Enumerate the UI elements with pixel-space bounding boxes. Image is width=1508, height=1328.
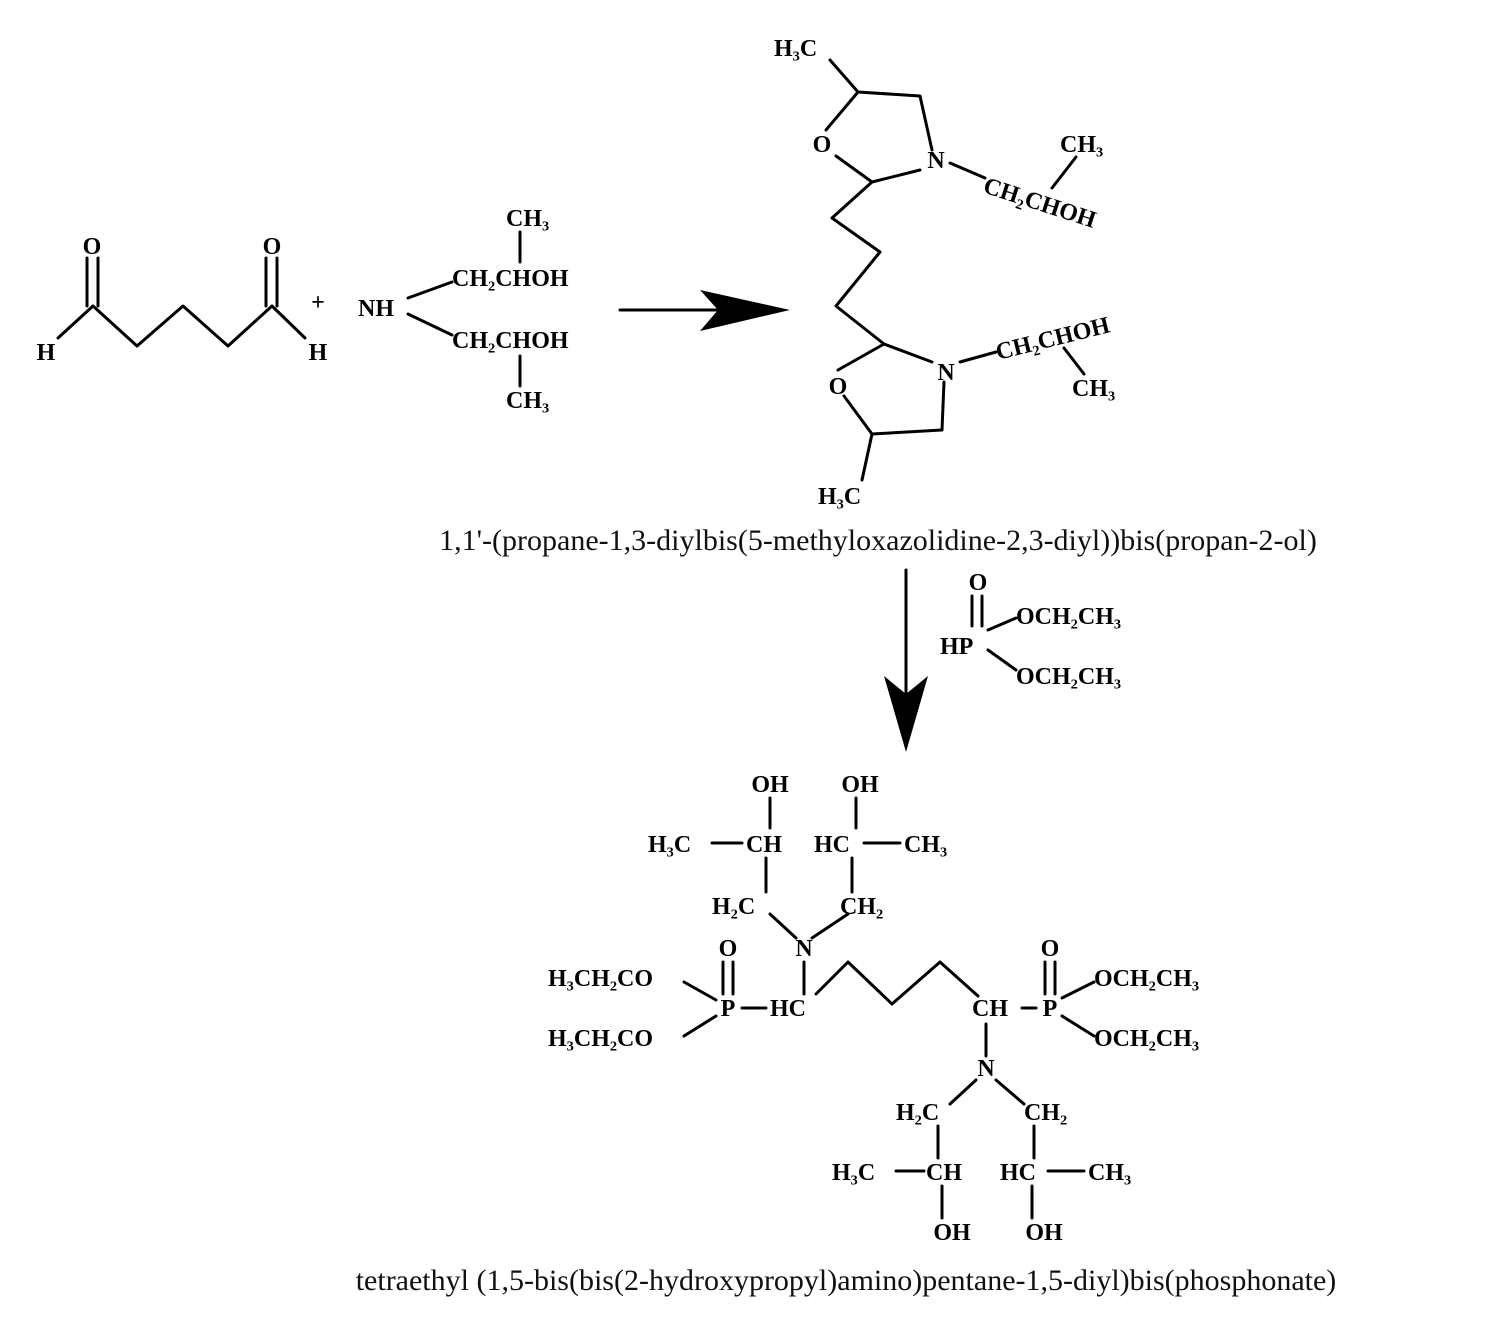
oxygen-label: O — [969, 570, 988, 596]
bond — [406, 280, 454, 300]
methyl-label: H₃C — [648, 832, 691, 858]
oxygen-label: O — [829, 374, 848, 400]
ch-label: HC — [814, 832, 850, 858]
phosphorus-label: P — [1043, 996, 1058, 1022]
ch-label: HC — [1000, 1160, 1036, 1186]
ch2choh-label: CH₂CHOH — [980, 173, 1099, 234]
methyl-label: CH₃ — [1072, 376, 1115, 402]
bisphosphonate-product: OH H₃C CH H₂C OH HC CH₃ CH₂ N O H₃CH₂CO … — [548, 772, 1199, 1246]
ch-label: CH — [926, 1160, 962, 1186]
bond — [768, 912, 850, 940]
carbonyl-bond-left — [85, 256, 100, 308]
ch2-label: CH₂ — [1024, 1100, 1067, 1126]
ethoxy-label: H₃CH₂CO — [548, 966, 653, 992]
nitrogen-label: N — [937, 360, 955, 386]
bond — [948, 1078, 1026, 1106]
ethoxy-label: H₃CH₂CO — [548, 1026, 653, 1052]
oxygen-label: O — [813, 132, 832, 158]
ch-label: CH — [746, 832, 782, 858]
methyl-label: H₃C — [818, 484, 861, 510]
nitrogen-label: N — [795, 936, 813, 962]
ch2choh-label: CH₂CHOH — [452, 266, 569, 292]
bond — [958, 350, 998, 364]
bond — [406, 312, 454, 337]
ethoxy-label: OCH₂CH₃ — [1094, 966, 1199, 992]
ethoxy-label: OCH₂CH₃ — [1016, 664, 1121, 690]
glutaraldehyde-skeleton — [56, 304, 307, 348]
bond — [682, 980, 718, 1038]
oxazolidine-ring-top — [824, 90, 934, 184]
diethyl-phosphite-reagent: O HP OCH₂CH₃ OCH₂CH₃ — [940, 570, 1121, 690]
hydrogen-label: H — [37, 340, 56, 366]
oxazolidine-ring-bottom — [836, 342, 946, 436]
nh-label: NH — [358, 296, 394, 322]
ch2choh-label: CH₂CHOH — [993, 312, 1113, 365]
methyl-label: CH₃ — [506, 388, 549, 414]
ch2-label: H₂C — [896, 1100, 939, 1126]
bond — [986, 616, 1018, 672]
nitrogen-label: N — [927, 148, 945, 174]
ethoxy-label: OCH₂CH₃ — [1016, 604, 1121, 630]
diisopropanolamine: NH CH₂CHOH CH₂CHOH CH₃ CH₃ — [358, 206, 569, 414]
hp-label: HP — [940, 634, 973, 660]
ch-label: HC — [770, 996, 806, 1022]
product-name: tetraethyl (1,5-bis(bis(2-hydroxypropyl)… — [356, 1264, 1337, 1297]
phosphorus-label: P — [721, 996, 736, 1022]
methyl-label: CH₃ — [904, 832, 947, 858]
oxygen-label: O — [1041, 936, 1060, 962]
reaction-arrow-right — [618, 290, 790, 331]
ch-label: CH — [972, 996, 1008, 1022]
ch2choh-label: CH₂CHOH — [452, 328, 569, 354]
double-bond — [970, 594, 984, 628]
bond — [948, 161, 987, 180]
plus-sign: + — [311, 290, 325, 316]
carbonyl-bond-right — [264, 256, 279, 308]
oxygen-label: O — [719, 936, 738, 962]
pentane-chain — [814, 960, 980, 1006]
ethoxy-label: OCH₂CH₃ — [1094, 1026, 1199, 1052]
double-bond — [1043, 960, 1057, 996]
hydroxyl-label: OH — [841, 772, 879, 798]
bond — [1062, 346, 1086, 376]
double-bond — [721, 960, 735, 996]
propane-linker — [830, 180, 886, 346]
methyl-label: CH₃ — [1088, 1160, 1131, 1186]
methyl-label: CH₃ — [506, 206, 549, 232]
methyl-label: H₃C — [774, 36, 817, 62]
reaction-arrow-down — [884, 568, 928, 752]
hydroxyl-label: OH — [1025, 1220, 1063, 1246]
oxygen-label: O — [263, 234, 282, 260]
hydroxyl-label: OH — [751, 772, 789, 798]
oxygen-label: O — [83, 234, 102, 260]
glutaraldehyde: O O H H — [37, 234, 328, 366]
ch2-label: H₂C — [712, 894, 755, 920]
intermediate-name: 1,1'-(propane-1,3-diylbis(5-methyloxazol… — [439, 524, 1317, 557]
methyl-label: CH₃ — [1060, 132, 1103, 158]
nitrogen-label: N — [977, 1056, 995, 1082]
hydroxyl-label: OH — [933, 1220, 971, 1246]
bond — [1060, 980, 1096, 1038]
bis-oxazolidine-intermediate: H₃C O N CH₂CHOH CH₃ O N CH₂CHOH CH₃ H₃C — [774, 36, 1115, 510]
hydrogen-label: H — [309, 340, 328, 366]
bond — [1050, 155, 1078, 190]
methyl-label: H₃C — [832, 1160, 875, 1186]
bond — [828, 58, 860, 94]
bond — [860, 432, 874, 482]
